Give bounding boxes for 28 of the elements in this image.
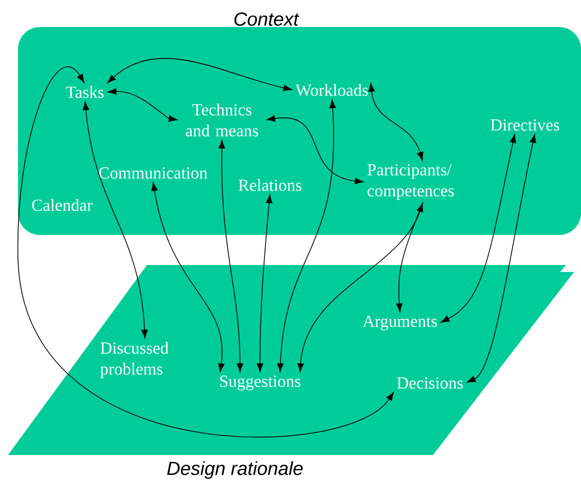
node-label: Context	[234, 12, 300, 26]
node-label: Arguments	[362, 316, 437, 330]
arrow	[108, 88, 178, 122]
arrow	[82, 102, 148, 338]
node-label: Calendar	[32, 199, 92, 211]
node-label: Suggestions	[220, 376, 300, 390]
arrow	[266, 115, 364, 184]
node-label: Decisions	[397, 377, 463, 389]
arrow	[466, 134, 536, 383]
arrow	[18, 66, 394, 438]
node-label: Participants/ competences	[368, 164, 454, 200]
node-label: Design rationale	[167, 461, 303, 479]
arrow	[151, 182, 224, 372]
node-label: Workloads	[296, 84, 368, 96]
node-label: Directives	[490, 119, 560, 131]
node-label: Communication	[99, 167, 208, 179]
arrow	[256, 194, 272, 372]
arrow	[107, 58, 292, 92]
node-label: Relations	[238, 179, 302, 191]
arrow	[440, 134, 516, 323]
arrow	[297, 203, 423, 372]
node-label: Tasks	[66, 86, 104, 98]
arrow	[277, 100, 336, 372]
node-label: Discussed problems	[100, 342, 168, 378]
node-label: Technics and means	[186, 104, 258, 136]
arrow	[396, 202, 424, 312]
arrow	[368, 83, 424, 161]
arrow	[218, 140, 244, 372]
